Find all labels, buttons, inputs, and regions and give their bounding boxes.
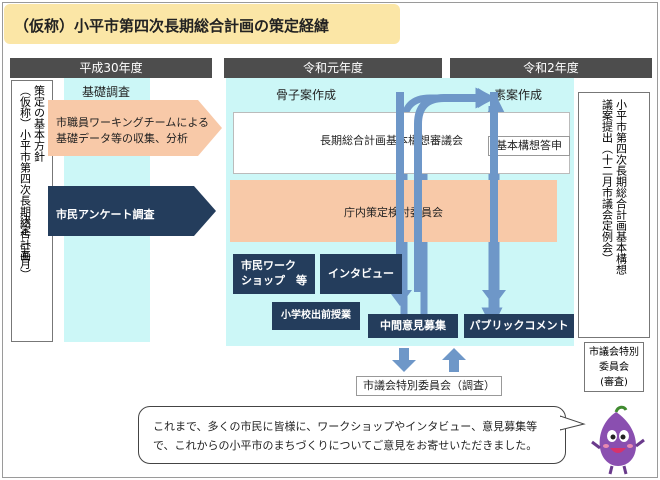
vertical-arrows-over (396, 176, 498, 246)
era-reiwa1: 令和元年度 (224, 58, 442, 78)
review-line2: 委員会 (599, 362, 629, 373)
era-heisei30: 平成30年度 (10, 58, 212, 78)
bill-line-1: 議案提出（十二月市議会定例会） (600, 99, 614, 264)
bubble-tail (560, 415, 586, 431)
chukan-box: 中間意見募集 (368, 314, 458, 338)
kosshi-label: 骨子案作成 (276, 88, 337, 102)
kiso-label: 基礎調査 (82, 85, 131, 99)
bill-line-2: 小平市第四次長期総合計画基本構想 (614, 99, 628, 275)
workshop-line1: 市民ワーク (241, 259, 296, 272)
working-team-line1: 市職員ワーキングチームによる (56, 116, 210, 129)
workshop-line2: ショップ 等 (241, 274, 307, 287)
committee-arrows (392, 348, 466, 372)
era-reiwa2: 令和2年度 (450, 58, 652, 78)
message-line1: これまで、多くの市民に皆様に、ワークショップやインタビュー、意見募集等 (153, 420, 538, 433)
survey-label: 市民アンケート調査 (56, 208, 155, 221)
policy-line-3: 決定（五月） (18, 214, 32, 280)
interview-box: インタビュー (320, 254, 402, 294)
workshop-box: 市民ワーク ショップ 等 (233, 254, 315, 294)
policy-line-1: 策定の基本方針 (32, 85, 46, 162)
bill-submission-box: 小平市第四次長期総合計画基本構想 議案提出（十二月市議会定例会） (578, 92, 650, 338)
page-title: （仮称）小平市第四次長期総合計画の策定経緯 (4, 4, 400, 44)
chonai-box (230, 180, 557, 242)
toshin-box: 基本構想答申 (488, 136, 570, 156)
working-team-arrow (48, 100, 222, 156)
message-line2: で、これからの小平市のまちづくりについてご意見をお寄せいただきました。 (153, 439, 538, 452)
message-bubble: これまで、多くの市民に皆様に、ワークショップやインタビュー、意見募集等 で、これ… (138, 406, 566, 464)
school-box: 小学校出前授業 (272, 302, 360, 330)
policy-line-2: （仮称）小平市第四次長期総合計画 (18, 85, 32, 261)
mascot-icon (591, 405, 645, 475)
special-committee-review: 市議会特別 委員会 (審査) (584, 342, 644, 392)
review-line1: 市議会特別 (589, 347, 639, 358)
policy-decision-box: 策定の基本方針 （仮称）小平市第四次長期総合計画 (11, 80, 53, 342)
public-comment-box: パブリックコメント (464, 314, 574, 338)
survey-arrow (48, 186, 216, 236)
shingikai-label: 長期総合計画基本構想審議会 (320, 134, 463, 147)
policy-line-3-wrap: 決定（五月） (11, 214, 39, 294)
review-line3: (審査) (600, 377, 628, 388)
special-committee-survey: 市議会特別委員会（調査） (356, 376, 502, 396)
working-team-line2: 基礎データ等の収集、分析 (56, 132, 188, 145)
